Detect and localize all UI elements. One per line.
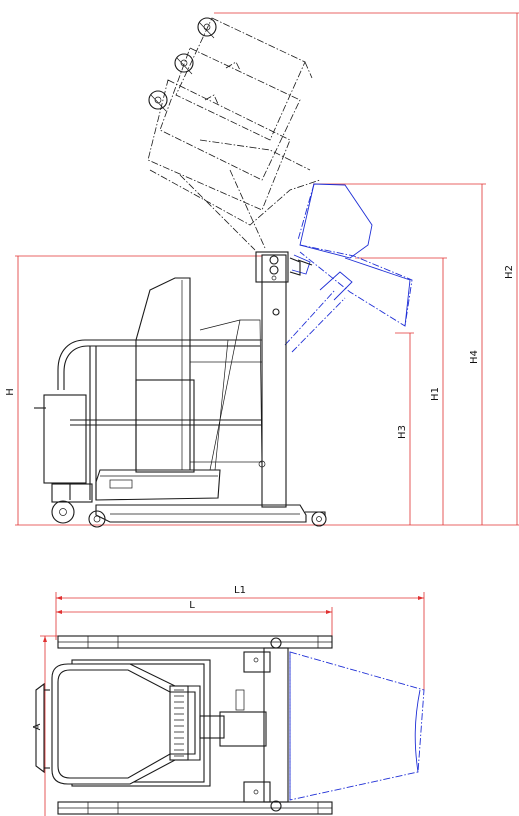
dim-label-H4: H4	[469, 350, 480, 364]
handle-frame	[34, 339, 262, 500]
side-view: H H3 H1 H4 H2	[5, 12, 519, 528]
top-view: L1 L A	[32, 585, 425, 816]
raised-bin-wheels	[148, 17, 217, 112]
dim-label-A: A	[32, 723, 43, 730]
trolley-wheels	[51, 500, 327, 528]
top-tipped-container	[289, 651, 425, 801]
top-dimension-lines	[40, 592, 425, 816]
raised-bin-outline	[147, 17, 321, 251]
tipped-container	[284, 183, 413, 353]
dim-label-L1: L1	[234, 585, 246, 596]
chassis	[51, 469, 307, 523]
dim-label-H1: H1	[430, 387, 441, 401]
dim-label-H3: H3	[397, 425, 408, 439]
top-bin	[51, 663, 201, 785]
dim-label-L: L	[189, 600, 195, 611]
lower-bin	[135, 277, 263, 473]
top-mast	[199, 637, 289, 812]
top-rails	[57, 635, 333, 815]
lift-mast	[255, 251, 313, 508]
dim-label-H: H	[5, 388, 16, 396]
side-dimension-lines	[15, 12, 519, 526]
dim-label-H2: H2	[504, 265, 515, 279]
